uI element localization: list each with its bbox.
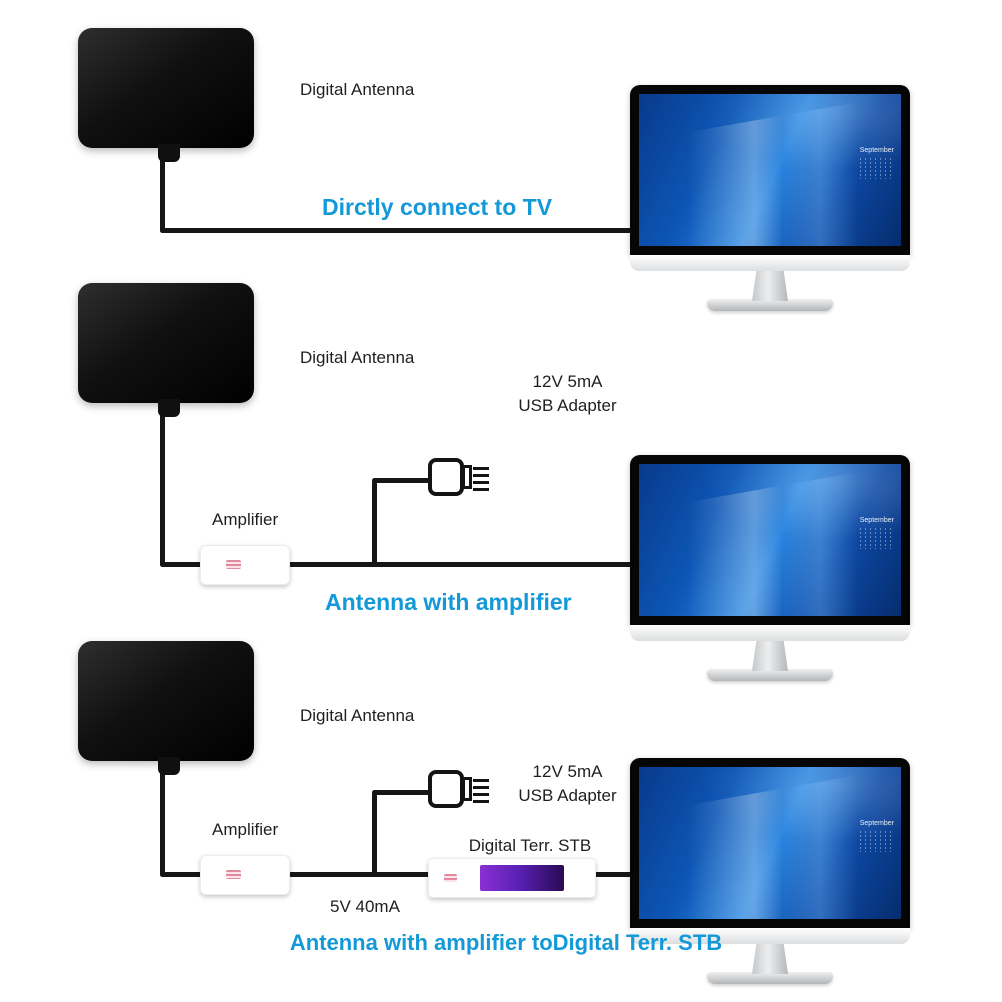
monitor-stand-base: [707, 299, 833, 311]
calendar-title: September: [859, 819, 894, 827]
cable: [288, 562, 660, 567]
usb-adapter-label-line1: 12V 5mA: [532, 762, 603, 781]
cable: [372, 478, 430, 483]
usb-adapter-label-line1: 12V 5mA: [532, 372, 603, 391]
cable: [288, 872, 435, 877]
usb-adapter-icon: [428, 458, 492, 498]
usb-adapter-label-line2: USB Adapter: [518, 395, 617, 415]
cable: [372, 792, 377, 877]
usb-adapter-label: 12V 5mA USB Adapter: [480, 760, 655, 808]
monitor-bezel: September: [630, 455, 910, 625]
antenna-connector: [158, 399, 180, 417]
cable: [160, 771, 165, 877]
usb-adapter-label-line2: USB Adapter: [518, 785, 617, 805]
stb-label: Digital Terr. STB: [468, 836, 592, 855]
stb-led: [444, 874, 457, 882]
monitor-screen: September: [639, 464, 901, 616]
antenna-graphic: [78, 28, 254, 162]
calendar-grid: [858, 829, 894, 852]
usb-adapter-label: 12V 5mA USB Adapter: [480, 370, 655, 418]
monitor-stand-base: [707, 669, 833, 681]
monitor-stand-base: [707, 972, 833, 984]
cable: [372, 790, 430, 795]
monitor-stand-neck: [752, 271, 788, 301]
cable: [160, 872, 208, 877]
calendar-title: September: [859, 516, 894, 524]
monitor-chin: [630, 928, 910, 944]
antenna-graphic: [78, 283, 254, 417]
screen-calendar: September: [858, 819, 894, 852]
tv-monitor: September: [630, 758, 910, 984]
power-label: 5V 40mA: [330, 897, 400, 916]
stb-box: [428, 858, 596, 898]
amplifier-box: [200, 545, 290, 585]
amplifier-led: [226, 870, 241, 879]
screen-calendar: September: [858, 146, 894, 179]
antenna-connector: [158, 757, 180, 775]
monitor-bezel: September: [630, 85, 910, 255]
plug-body: [428, 770, 464, 808]
antenna-label: Digital Antenna: [300, 348, 415, 367]
monitor-stand-neck: [752, 944, 788, 974]
cable: [160, 228, 665, 233]
caption-direct: Dirctly connect to TV: [322, 194, 553, 220]
usb-adapter-icon: [428, 770, 492, 810]
plug-neck: [462, 777, 472, 801]
calendar-title: September: [859, 146, 894, 154]
amplifier-led: [226, 560, 241, 569]
tv-monitor: September: [630, 85, 910, 311]
antenna-label: Digital Antenna: [300, 706, 415, 725]
amplifier-label: Amplifier: [212, 820, 279, 839]
monitor-chin: [630, 255, 910, 271]
plug-body: [428, 458, 464, 496]
cable: [160, 158, 165, 233]
cable: [372, 480, 377, 567]
cable: [160, 562, 208, 567]
plug-neck: [462, 465, 472, 489]
tv-monitor: September: [630, 455, 910, 681]
monitor-stand-neck: [752, 641, 788, 671]
stb-display: [480, 865, 564, 891]
antenna-label: Digital Antenna: [300, 80, 415, 99]
monitor-bezel: September: [630, 758, 910, 928]
cable: [160, 413, 165, 567]
amplifier-label: Amplifier: [212, 510, 279, 529]
monitor-chin: [630, 625, 910, 641]
antenna-connector: [158, 144, 180, 162]
calendar-grid: [858, 156, 894, 179]
caption-stb: Antenna with amplifier toDigital Terr. S…: [289, 930, 723, 955]
amplifier-box: [200, 855, 290, 895]
screen-calendar: September: [858, 516, 894, 549]
caption-amplifier: Antenna with amplifier: [325, 589, 572, 615]
monitor-screen: September: [639, 94, 901, 246]
monitor-screen: September: [639, 767, 901, 919]
plug-prongs: [473, 467, 489, 491]
calendar-grid: [858, 526, 894, 549]
antenna-graphic: [78, 641, 254, 775]
plug-prongs: [473, 779, 489, 803]
